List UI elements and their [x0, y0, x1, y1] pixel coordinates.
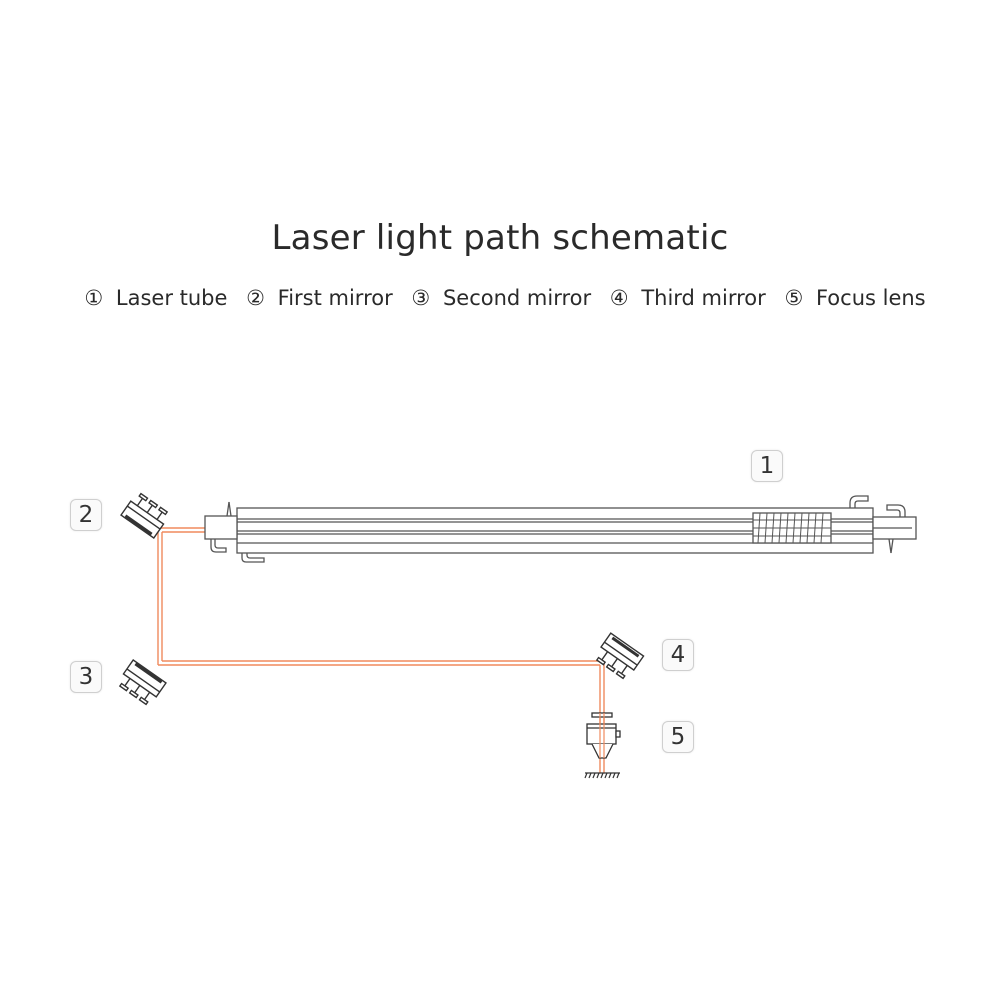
tag-second-mirror: 3: [70, 661, 102, 693]
tag-first-mirror: 2: [70, 499, 102, 531]
legend-item-first-mirror: ② First mirror: [246, 286, 393, 310]
work-surface-icon: [584, 772, 620, 779]
laser-tube-icon: [204, 495, 917, 563]
laser-beam-path: [157, 527, 605, 773]
first-mirror-icon: [120, 492, 169, 539]
legend: ① Laser tube ② First mirror ③ Second mir…: [0, 286, 1000, 310]
tag-laser-tube: 1: [751, 450, 783, 482]
second-mirror-icon: [118, 659, 167, 706]
legend-item-second-mirror: ③ Second mirror: [411, 286, 592, 310]
diagram-title: Laser light path schematic: [271, 218, 729, 258]
focus-lens-icon: [586, 712, 621, 759]
legend-item-laser-tube: ① Laser tube: [84, 286, 228, 310]
tag-focus-lens: 5: [662, 721, 694, 753]
legend-item-focus-lens: ⑤ Focus lens: [784, 286, 926, 310]
third-mirror-icon: [595, 632, 645, 680]
tag-third-mirror: 4: [662, 639, 694, 671]
legend-item-third-mirror: ④ Third mirror: [609, 286, 766, 310]
